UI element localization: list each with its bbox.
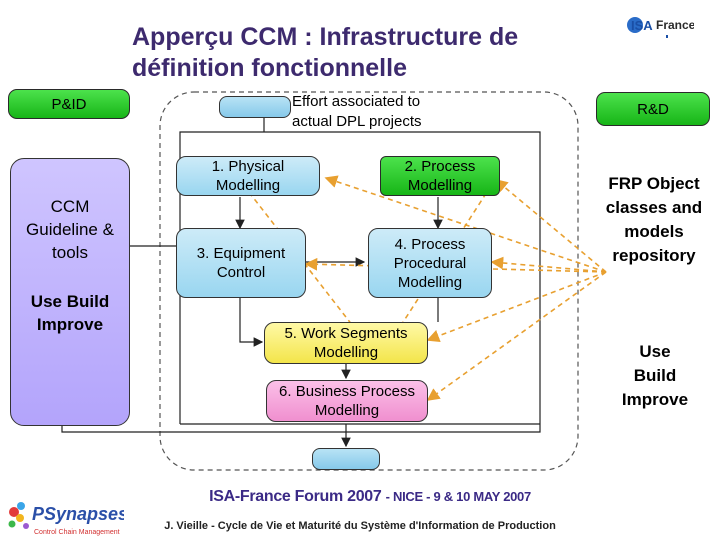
psynapses-logo-subtext: Control Chain Management — [34, 529, 120, 536]
frp-repository-text: FRP Object classes and models repository — [605, 174, 703, 265]
step-process-modelling: 2. Process Modelling — [380, 156, 500, 196]
footer-credit: J. Vieille - Cycle de Vie et Maturité du… — [164, 520, 556, 532]
effort-text: Effort associated to actual DPL projects — [292, 93, 422, 130]
left-use-build-improve-text: Use Build Improve — [30, 292, 110, 334]
forum-banner: ISA-France Forum 2007 - NICE - 9 & 10 MA… — [170, 488, 570, 506]
step-equipment-control: 3. Equipment Control — [176, 228, 306, 298]
logo-dot-icon — [9, 507, 19, 517]
step-2-label: 2. Process Modelling — [404, 158, 476, 194]
psynapses-logo: PSynapses Control Chain Management — [8, 502, 124, 536]
rd-label-box: R&D — [596, 92, 710, 126]
forum-title: ISA-France Forum 2007 — [209, 488, 382, 505]
isa-logo-text: ISA — [631, 18, 653, 33]
input-pill — [219, 96, 291, 118]
title-line-2: définition fonctionnelle — [132, 54, 407, 82]
ccm-guideline-panel: CCM Guideline & tools Use Build Improve — [10, 158, 130, 426]
step-business-process-modelling: 6. Business Process Modelling — [266, 380, 428, 422]
psynapses-logo-text: PSynapses — [32, 504, 124, 524]
pid-label-box: P&ID — [8, 89, 130, 119]
isa-logo-globe-icon — [627, 17, 643, 33]
step-process-procedural-modelling: 4. Process Procedural Modelling — [368, 228, 492, 298]
pid-label: P&ID — [51, 95, 87, 113]
project-boundary — [159, 91, 579, 471]
step-physical-modelling: 1. Physical Modelling — [176, 156, 320, 196]
step-1-label: 1. Physical Modelling — [211, 158, 285, 194]
title-line-1: Apperçu CCM : Infrastructure de — [132, 23, 519, 51]
rd-label: R&D — [637, 100, 669, 118]
france-logo-text: France — [656, 18, 694, 32]
step-5-label: 5. Work Segments Modelling — [284, 325, 408, 361]
ccm-guideline-text: CCM Guideline & tools — [26, 197, 114, 262]
output-pill — [312, 448, 380, 470]
right-use-build-improve-text: Use Build Improve — [621, 342, 689, 409]
isa-france-logo: ISA France — [627, 17, 694, 38]
step-6-label: 6. Business Process Modelling — [279, 383, 415, 419]
step-4-label: 4. Process Procedural Modelling — [393, 235, 467, 291]
slide-title: Apperçu CCM : Infrastructure de définiti… — [132, 22, 592, 84]
step-work-segments-modelling: 5. Work Segments Modelling — [264, 322, 428, 364]
forum-detail: - NICE - 9 & 10 MAY 2007 — [385, 489, 532, 504]
step-3-label: 3. Equipment Control — [196, 245, 286, 281]
